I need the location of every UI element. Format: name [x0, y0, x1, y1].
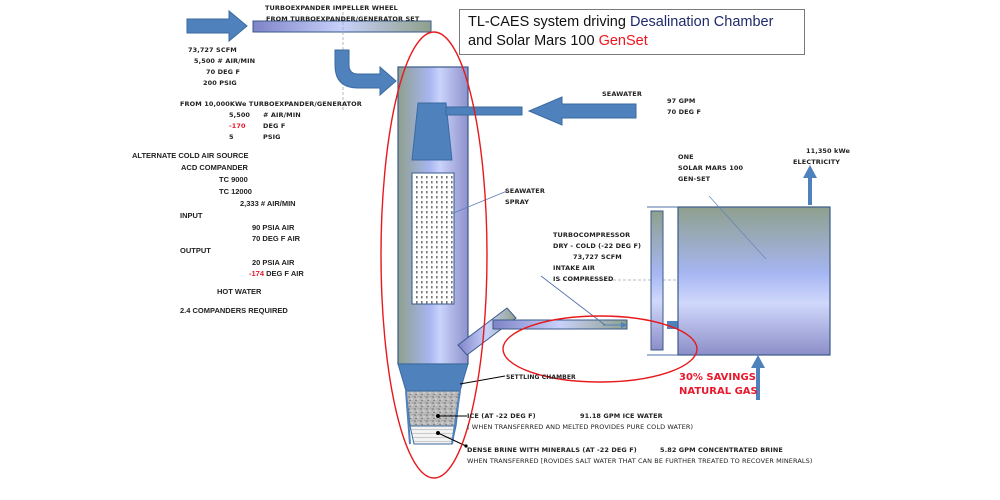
alt-input-pressure: 90 PSIA AIR [252, 223, 295, 232]
ice-label: ICE (AT -22 DEG F) [467, 412, 536, 420]
savings-line-1: 30% SAVINGS [679, 372, 756, 383]
natural-gas-arrow [751, 355, 765, 400]
alt-compander: ACD COMPANDER [181, 163, 248, 172]
turboexpander-output-heading: FROM 10,000KWe TURBOEXPANDER/GENERATOR [180, 100, 362, 108]
spray-label-1: SEAWATER [505, 187, 545, 195]
genset-power: 11,350 kWe [806, 147, 851, 155]
spray-zone [411, 172, 455, 305]
alt-flow: 2,333 # AIR/MIN [240, 199, 296, 208]
turbocompressor-label-5: IS COMPRESSED [553, 275, 614, 283]
te-out-value-1: -170 [229, 122, 246, 130]
alt-companders-required: 2.4 COMPANDERS REQUIRED [180, 306, 288, 315]
title-box: TL-CAES system driving Desalination Cham… [459, 9, 805, 55]
alt-source-heading: ALTERNATE COLD AIR SOURCE [132, 151, 249, 160]
te-out-value-2: 5 [229, 133, 234, 141]
compressor-intake-pipe [492, 319, 628, 330]
brine-layer [409, 425, 457, 445]
settling-chamber-label: SETTLING CHAMBER [506, 374, 576, 381]
genset-label-1: ONE [678, 153, 694, 161]
savings-line-2: NATURAL GAS [679, 386, 758, 397]
genset-box [677, 206, 831, 356]
alt-output-temp: -174 DEG F AIR [249, 269, 304, 278]
te-out-unit-2: PSIG [263, 133, 281, 141]
seawater-label: SEAWATER [602, 90, 642, 98]
alt-model-2: TC 12000 [219, 187, 252, 196]
title-line-2: and Solar Mars 100 GenSet [468, 33, 648, 49]
alt-hot-water: HOT WATER [217, 287, 262, 296]
title-highlight-genset: GenSet [598, 33, 648, 49]
genset-label-3: GEN-SET [678, 175, 711, 183]
alt-model-1: TC 9000 [219, 175, 248, 184]
seawater-arrow [527, 96, 637, 126]
seawater-pipe [445, 106, 523, 116]
inlet-temp: 70 DEG F [206, 68, 240, 76]
alt-input-temp: 70 DEG F AIR [252, 234, 301, 243]
alt-output-label: OUTPUT [180, 246, 211, 255]
alt-input-label: INPUT [180, 211, 203, 220]
settling-chamber [397, 363, 469, 392]
genset-power-label: ELECTRICITY [793, 158, 841, 166]
alt-output-pressure: 20 PSIA AIR [252, 258, 295, 267]
turboexpander-label-1: TURBOEXPANDER IMPELLER WHEEL [265, 4, 398, 12]
turbocompressor-label-3: 73,727 SCFM [573, 253, 622, 261]
turboexpander-label-2: FROM TURBOEXPANDER/GENERATOR SET [266, 15, 420, 23]
seawater-flow: 97 GPM [667, 97, 696, 105]
title-line-1: TL-CAES system driving Desalination Cham… [468, 14, 774, 30]
brine-note: WHEN TRANSFERRED [ROVIDES SALT WATER THA… [467, 457, 813, 465]
turbocompressor-label-1: TURBOCOMPRESSOR [553, 231, 631, 239]
electricity-arrow [803, 165, 817, 205]
turbocompressor-stage [650, 210, 664, 351]
ice-note: ( WHEN TRANSFERRED AND MELTED PROVIDES P… [467, 423, 694, 431]
seawater-temp: 70 DEG F [667, 108, 701, 116]
te-out-unit-1: DEG F [263, 122, 286, 130]
inlet-pressure: 200 PSIG [203, 79, 237, 87]
ice-flow: 91.18 GPM ICE WATER [580, 412, 663, 420]
highlight-ellipse-column [380, 31, 488, 479]
inlet-mass-flow: 5,500 # AIR/MIN [194, 57, 256, 65]
spray-nozzle [411, 102, 453, 161]
turbocompressor-label-2: DRY - COLD (-22 DEG F) [553, 242, 642, 250]
te-out-unit-0: # AIR/MIN [263, 111, 301, 119]
inlet-flow-scfm: 73,727 SCFM [188, 46, 237, 54]
ice-layer [405, 390, 461, 427]
elbow-arrow [334, 49, 397, 97]
title-highlight-desalination: Desalination Chamber [629, 14, 774, 30]
genset-label-2: SOLAR MARS 100 [678, 164, 744, 172]
te-out-value-0: 5,500 [229, 111, 251, 119]
turbocompressor-label-4: INTAKE AIR [553, 264, 596, 272]
inlet-air-arrow [186, 9, 248, 43]
spray-label-2: SPRAY [505, 198, 530, 206]
brine-label: DENSE BRINE WITH MINERALS (AT -22 DEG F) [467, 446, 637, 454]
brine-flow: 5.82 GPM CONCENTRATED BRINE [660, 446, 783, 454]
highlight-ellipse-intake [502, 315, 698, 383]
turboexpander-bar [252, 20, 432, 33]
